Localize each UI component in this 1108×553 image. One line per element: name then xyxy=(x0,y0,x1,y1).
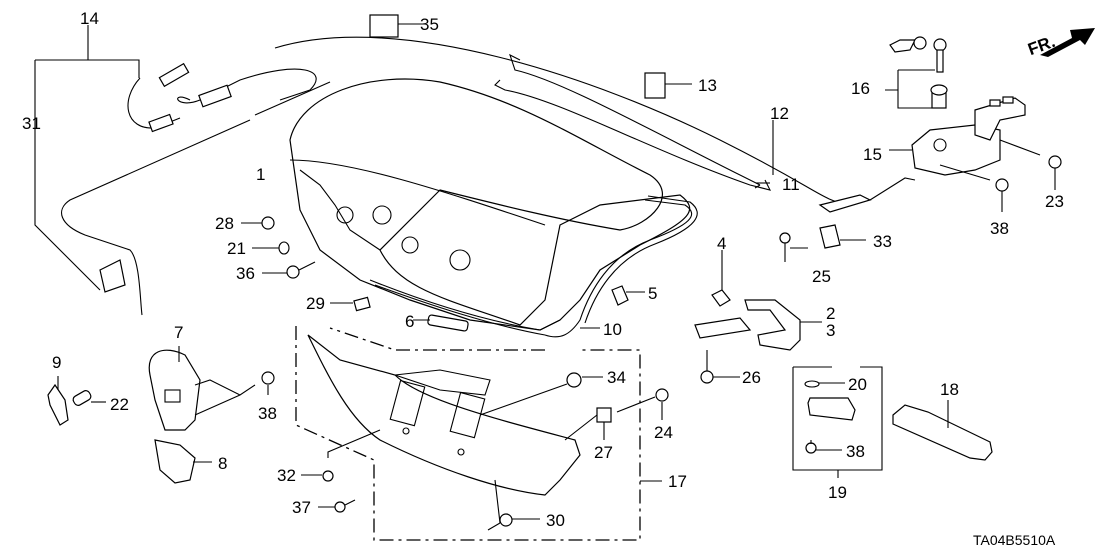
clip-30-drawing xyxy=(487,479,540,531)
bolt-23-drawing xyxy=(999,139,1062,190)
lens-cover-drawing xyxy=(892,404,993,461)
callout-14: 14 xyxy=(80,9,99,28)
screw-37-drawing xyxy=(318,499,356,513)
callout-10: 10 xyxy=(603,320,622,339)
callout-1: 1 xyxy=(256,165,266,184)
pad-35-drawing xyxy=(369,14,399,38)
callout-30: 30 xyxy=(546,511,565,530)
bolt-36-drawing xyxy=(262,261,316,279)
callout-23: 23 xyxy=(1045,192,1064,211)
callout-31: 31 xyxy=(22,114,41,133)
callout-27: 27 xyxy=(594,443,613,462)
callout-4: 4 xyxy=(717,234,727,253)
callout-6: 6 xyxy=(405,312,415,331)
callout-35: 35 xyxy=(420,15,439,34)
bolt-25-drawing xyxy=(779,232,808,262)
latch-cover-drawing xyxy=(154,439,196,484)
callout-25: 25 xyxy=(812,267,831,286)
callout-15: 15 xyxy=(863,145,882,164)
callout-13: 13 xyxy=(698,76,717,95)
callout-5: 5 xyxy=(648,284,658,303)
garnish-assy-drawing xyxy=(295,326,662,541)
callout-21: 21 xyxy=(227,239,246,258)
callout-18: 18 xyxy=(940,380,959,399)
opener-lever-drawing xyxy=(869,96,1026,201)
torsion-clip-drawing xyxy=(644,72,666,99)
trunk-lid-drawing xyxy=(289,78,691,336)
callout-19: 19 xyxy=(828,483,847,502)
callout-34: 34 xyxy=(607,368,626,387)
nut-24-drawing xyxy=(616,388,669,420)
callout-22: 22 xyxy=(110,395,129,414)
trunk-latch-drawing xyxy=(148,346,275,431)
callout-8: 8 xyxy=(218,454,228,473)
diagram-code: TA04B5510A xyxy=(973,532,1056,548)
clip-27-drawing xyxy=(564,407,612,441)
cable-clip-drawing xyxy=(819,224,841,249)
callout-7: 7 xyxy=(174,323,184,342)
callout-29: 29 xyxy=(306,294,325,313)
license-light-drawing xyxy=(792,366,883,478)
callout-38-latch: 38 xyxy=(258,404,277,423)
callout-9: 9 xyxy=(52,353,62,372)
callout-11: 11 xyxy=(782,175,800,194)
callout-32: 32 xyxy=(277,466,296,485)
bolt-26-drawing xyxy=(700,350,740,384)
callout-26: 26 xyxy=(742,368,761,387)
grommet-34-drawing xyxy=(479,372,603,416)
callout-16: 16 xyxy=(851,79,870,98)
callout-36: 36 xyxy=(236,264,255,283)
callout-33: 33 xyxy=(873,232,892,251)
callout-20: 20 xyxy=(848,375,867,394)
torsion-bar-drawing xyxy=(509,53,761,186)
callout-28: 28 xyxy=(215,214,234,233)
front-direction-arrow-icon xyxy=(1040,28,1095,57)
callout-38-lever: 38 xyxy=(990,219,1009,238)
callout-24: 24 xyxy=(654,423,673,442)
cable-assy-drawing xyxy=(34,25,872,316)
callout-12: 12 xyxy=(770,104,789,123)
bumper-stop-drawing xyxy=(611,285,629,306)
bolt-22-drawing xyxy=(72,390,106,406)
o-ring-drawing xyxy=(278,241,290,255)
callout-3: 3 xyxy=(826,321,836,340)
striker-drawing xyxy=(47,383,69,426)
screw-32-drawing xyxy=(301,429,381,482)
callout-37: 37 xyxy=(292,498,311,517)
cylinder-keys-drawing xyxy=(885,36,948,109)
callout-38-light: 38 xyxy=(846,442,865,461)
hinge-cushion-drawing xyxy=(711,289,731,307)
nut-28-drawing xyxy=(261,216,275,230)
bolt-38-lever-drawing xyxy=(939,164,1009,212)
callout-17: 17 xyxy=(668,472,687,491)
hinge-drawing xyxy=(694,299,822,351)
clip-29-drawing xyxy=(353,296,371,312)
weatherstrip-drawing xyxy=(544,199,693,338)
callout-2: 2 xyxy=(826,304,836,323)
